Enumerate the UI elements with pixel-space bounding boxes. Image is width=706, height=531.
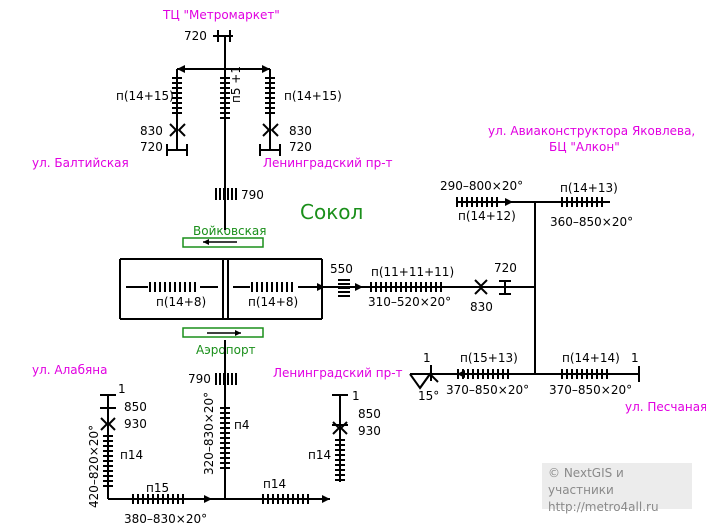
label-420-820: 420–820×20° (87, 425, 101, 508)
place-peschanaya: ул. Песчаная (625, 400, 706, 414)
label-p111111: п(11+11+11) (371, 265, 454, 279)
label-1-left: 1 (118, 382, 126, 396)
label-850-right: 850 (358, 407, 381, 421)
east-stairs (338, 197, 608, 379)
attribution-link[interactable]: http://metro4all.ru (548, 500, 659, 514)
label-p1412: п(14+12) (458, 209, 516, 223)
label-830-left: 830 (140, 124, 163, 138)
label-p14-bot: п14 (263, 477, 286, 491)
label-p4: п4 (234, 418, 249, 432)
platform-stairs-right (251, 282, 293, 292)
platform-stairs-left (149, 282, 196, 292)
label-p14-right: п14 (308, 448, 331, 462)
label-370-850-b: 370–850×20° (549, 383, 632, 397)
station-name: Сокол (300, 200, 363, 224)
direction-south: Аэропорт (182, 327, 264, 357)
label-550: 550 (330, 262, 353, 276)
attribution-line-1: © NextGIS и участники (548, 466, 624, 497)
south-stairs (103, 373, 345, 504)
place-bc-alkon: БЦ "Алкон" (549, 140, 620, 154)
label-720-right: 720 (289, 140, 312, 154)
label-360-850: 360–850×20° (550, 215, 633, 229)
place-aviakonstruktora: ул. Авиаконструктора Яковлева, (488, 124, 695, 138)
label-720-top: 720 (184, 29, 207, 43)
label-1-pr: 1 (423, 351, 431, 365)
direction-north: Войковская (182, 224, 266, 248)
place-alabyana: ул. Алабяна (32, 363, 107, 377)
label-830-right: 830 (289, 124, 312, 138)
place-leningradsky-bottom: Ленинградский пр-т (273, 366, 403, 380)
label-p1413: п(14+13) (560, 181, 618, 195)
label-790-bot: 790 (188, 372, 211, 386)
direction-north-label: Войковская (193, 224, 266, 238)
place-top-mall: ТЦ "Метромаркет" (162, 8, 280, 22)
label-830-mid: 830 (470, 300, 493, 314)
label-370-850-a: 370–850×20° (446, 383, 529, 397)
label-380-830: 380–830×20° (124, 512, 207, 526)
attribution-box: © NextGIS и участники http://metro4all.r… (542, 463, 692, 514)
north-stairs (172, 77, 275, 200)
label-p1415-left: п(14+15) (116, 89, 174, 103)
label-290-800: 290–800×20° (440, 179, 523, 193)
label-p1513: п(15+13) (460, 351, 518, 365)
label-p5plus1: п5 +1 (229, 66, 243, 103)
label-p14-left: п14 (120, 448, 143, 462)
place-leningradsky-top: Ленинградский пр-т (263, 156, 393, 170)
label-1-right: 1 (352, 389, 360, 403)
platform-label-right: п(14+8) (248, 295, 298, 309)
label-720-left: 720 (140, 140, 163, 154)
label-850-left: 850 (124, 400, 147, 414)
label-p1414: п(14+14) (562, 351, 620, 365)
label-p1415-right: п(14+15) (284, 89, 342, 103)
platform-label-left: п(14+8) (156, 295, 206, 309)
platform-hall (119, 258, 325, 320)
label-15deg: 15° (418, 389, 439, 403)
label-p15-bot: п15 (146, 481, 169, 495)
label-1-far: 1 (631, 351, 639, 365)
label-320-830: 320–830×20° (202, 392, 216, 475)
label-310-520: 310–520×20° (368, 295, 451, 309)
label-720-mid: 720 (494, 261, 517, 275)
label-930-right: 930 (358, 424, 381, 438)
label-930-left: 930 (124, 417, 147, 431)
place-baltiyskaya: ул. Балтийская (32, 156, 129, 170)
label-790-top: 790 (241, 188, 264, 202)
